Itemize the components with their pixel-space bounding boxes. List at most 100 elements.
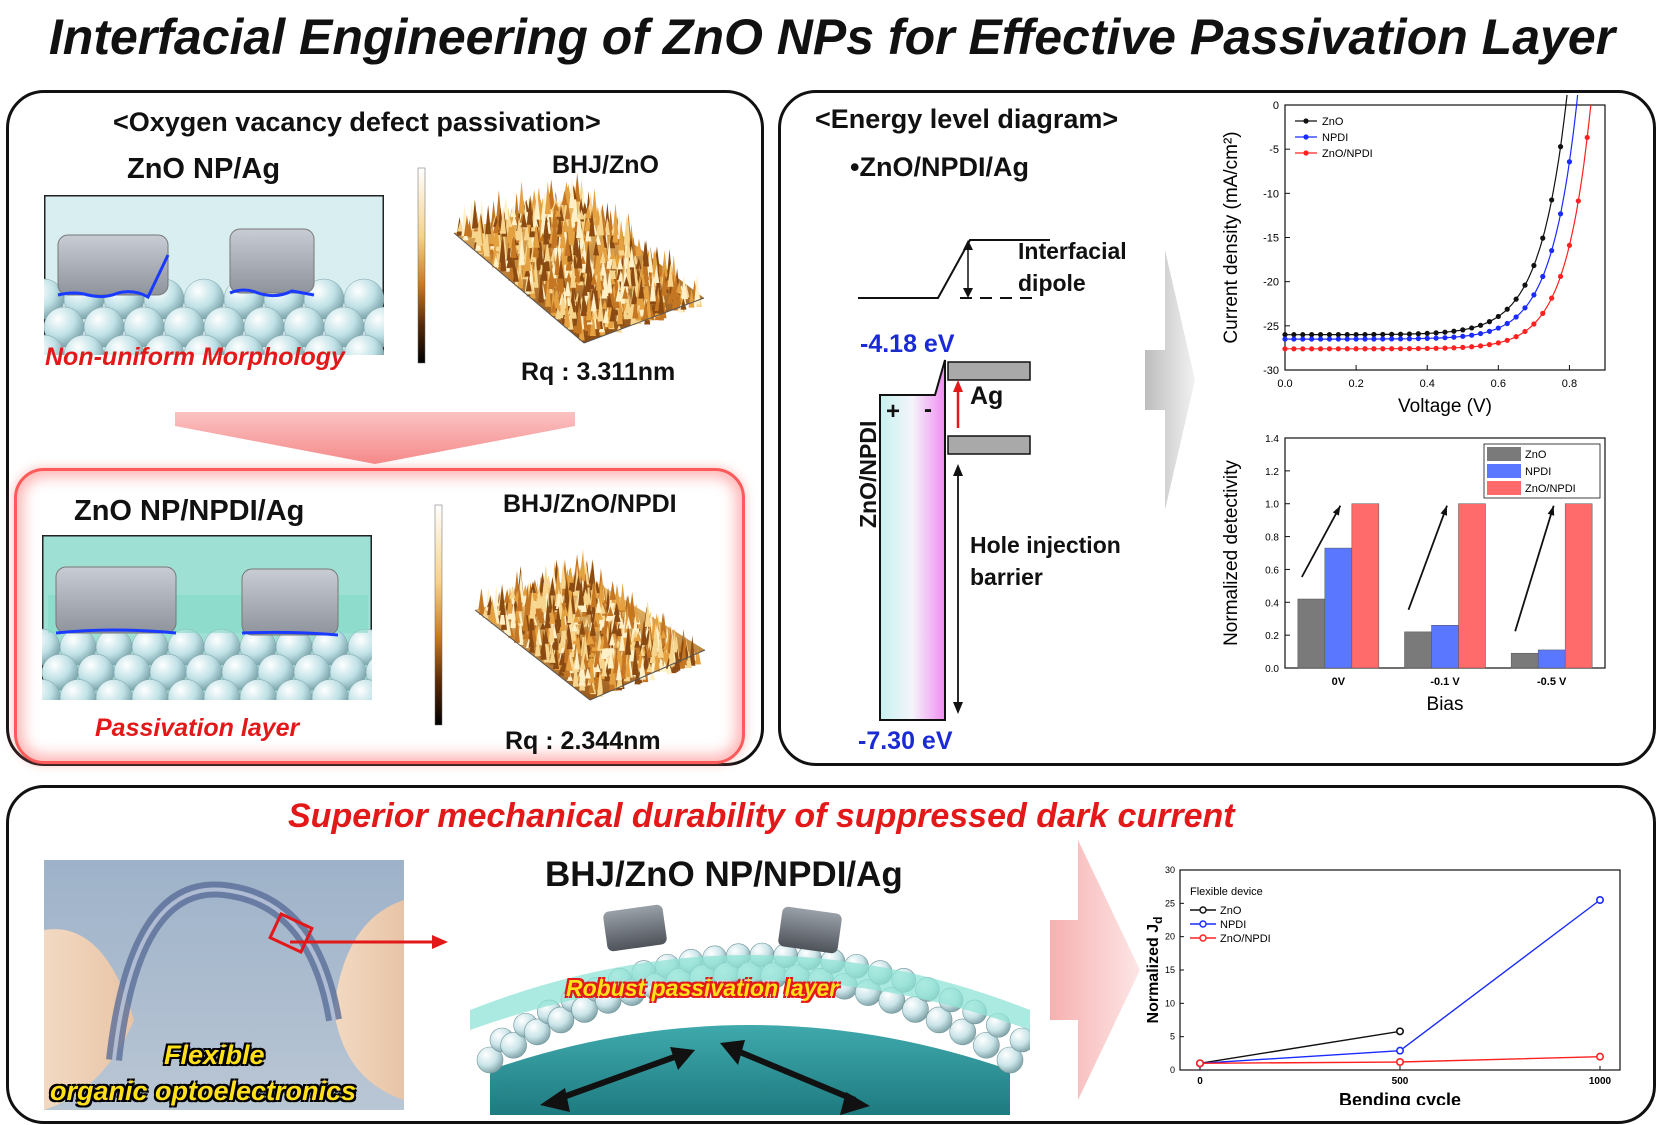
afm-peak <box>574 606 581 617</box>
afm-peak <box>513 615 520 643</box>
afm-peak <box>572 190 579 223</box>
energy-level-diagram <box>858 239 1050 721</box>
jv-series-line <box>1285 95 1579 340</box>
jv-y-tick-label: -10 <box>1263 188 1279 200</box>
afm-peak <box>582 310 589 330</box>
afm-peak <box>642 298 649 321</box>
afm-peak <box>551 198 558 228</box>
afm-peak <box>607 643 614 669</box>
afm-peak <box>642 648 649 670</box>
nanoparticle <box>44 334 65 355</box>
jv-data-point <box>1549 197 1555 203</box>
jv-data-point <box>1317 346 1324 352</box>
afm-peak <box>558 666 565 676</box>
afm-peak <box>632 614 639 635</box>
passivation-caption: Passivation layer <box>95 714 300 742</box>
jv-data-point <box>1282 346 1288 352</box>
afm-peak <box>590 578 597 608</box>
jv-data-point <box>1397 346 1404 352</box>
afm-peak <box>576 204 583 239</box>
afm-peak <box>622 307 629 320</box>
det-bar <box>1510 652 1539 669</box>
afm-peak <box>548 266 555 282</box>
afm-peak <box>694 273 701 305</box>
afm-peak <box>589 309 596 337</box>
afm-peak <box>579 656 586 670</box>
jv-data-point <box>1442 329 1448 335</box>
afm-peak <box>566 628 573 650</box>
afm-peak <box>561 236 568 265</box>
afm-peak <box>658 282 665 314</box>
det-trend-arrowhead <box>1332 505 1341 516</box>
bend-series-line <box>1199 1030 1401 1065</box>
afm-peak <box>612 223 619 243</box>
afm-peak <box>681 283 688 300</box>
jv-data-point <box>1566 159 1573 165</box>
afm-peak <box>578 209 585 220</box>
afm-peak <box>549 576 556 596</box>
bend-y-tick-label: 15 <box>1165 965 1175 975</box>
afm-peak <box>544 240 551 262</box>
nanoparticle <box>143 334 185 355</box>
afm-peak <box>549 606 556 624</box>
det-bar <box>1537 649 1566 669</box>
afm-peak <box>563 632 570 663</box>
jv-data-point <box>1300 332 1306 338</box>
afm-peak <box>649 271 656 302</box>
det-bar <box>1431 625 1459 669</box>
afm-peak <box>555 565 562 595</box>
afm-peak <box>649 668 656 681</box>
afm-peak <box>538 594 545 606</box>
det-trend-arrow <box>1407 505 1448 611</box>
afm-peak <box>624 653 631 678</box>
afm-peak <box>643 266 650 280</box>
afm-peak <box>551 212 558 243</box>
flexible-device-photo <box>44 860 404 1110</box>
jv-y-tick-label: 0 <box>1273 100 1279 112</box>
afm-peak <box>575 633 582 654</box>
det-legend-swatch <box>1487 447 1521 461</box>
jv-data-point <box>1371 331 1377 338</box>
jv-data-point <box>1557 273 1564 280</box>
afm-peak <box>616 621 623 637</box>
det-trend-arrow <box>1301 505 1342 578</box>
rq-top: Rq : 3.311nm <box>521 358 676 386</box>
jv-data-point <box>1433 345 1439 351</box>
jv-x-tick-label: 0.8 <box>1562 378 1577 390</box>
afm-peak <box>570 258 577 288</box>
afm-peak <box>562 217 569 233</box>
nanoparticle <box>925 1006 953 1034</box>
afm-peak <box>574 172 581 202</box>
det-bar <box>1351 503 1380 669</box>
nanoparticle <box>103 334 145 355</box>
afm-peak <box>586 294 593 321</box>
rq-bottom: Rq : 2.344nm <box>505 727 661 755</box>
afm-peak <box>609 248 616 260</box>
det-y-tick-label: 1.0 <box>1265 500 1279 511</box>
bend-legend-title: Flexible device <box>1190 886 1263 898</box>
jv-data-point <box>1486 328 1493 334</box>
bend-legend-label: ZnO <box>1220 905 1242 917</box>
afm-peak <box>606 291 613 308</box>
afm-peak <box>598 579 605 603</box>
afm-peak <box>632 644 639 676</box>
afm-peak <box>539 643 546 658</box>
afm-peak <box>556 212 563 235</box>
afm-peak <box>633 603 640 623</box>
jv-data-point <box>1389 336 1395 342</box>
afm-peak <box>615 286 622 302</box>
jv-data-point <box>1335 346 1341 352</box>
afm-peak <box>533 223 540 248</box>
afm-peak <box>574 624 581 635</box>
jv-data-point <box>1540 310 1546 316</box>
afm-peak <box>675 290 682 309</box>
jv-data-point <box>1415 335 1421 342</box>
det-y-tick-label: 1.2 <box>1265 467 1279 478</box>
afm-peak <box>615 661 622 681</box>
afm-peak <box>526 197 533 225</box>
jv-data-point <box>1566 242 1573 248</box>
jv-data-point <box>1549 295 1555 301</box>
det-bar <box>1404 631 1432 669</box>
afm-peak <box>512 266 519 282</box>
afm-peak <box>564 202 571 220</box>
